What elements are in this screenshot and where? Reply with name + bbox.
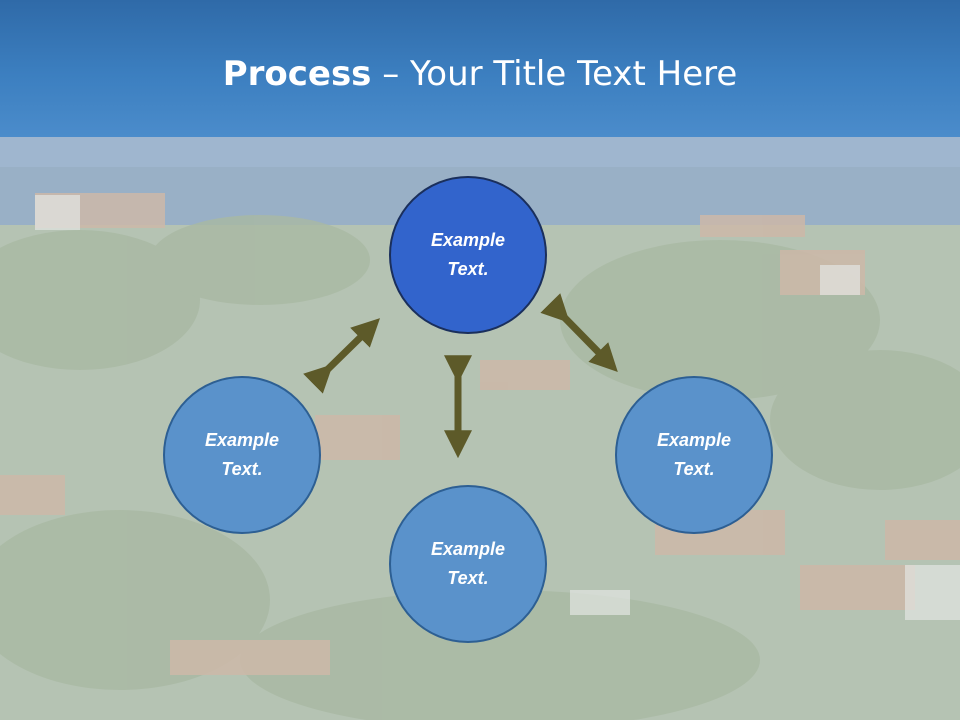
arrow-top-right [540,293,618,373]
node-top-label: Example Text. [430,230,506,279]
node-bottom: Example Text. [389,485,547,643]
arrow-top-left [303,318,381,394]
node-left-label: Example Text. [204,430,280,479]
node-right-label: Example Text. [656,430,732,479]
node-right: Example Text. [615,376,773,534]
slide-title: Process – Your Title Text Here [0,52,960,96]
title-bold: Process [222,54,372,94]
node-bottom-label: Example Text. [430,539,506,588]
title-rest: – Your Title Text Here [371,54,738,94]
node-left: Example Text. [163,376,321,534]
node-top: Example Text. [389,176,547,334]
title-bar: Process – Your Title Text Here [0,0,960,137]
